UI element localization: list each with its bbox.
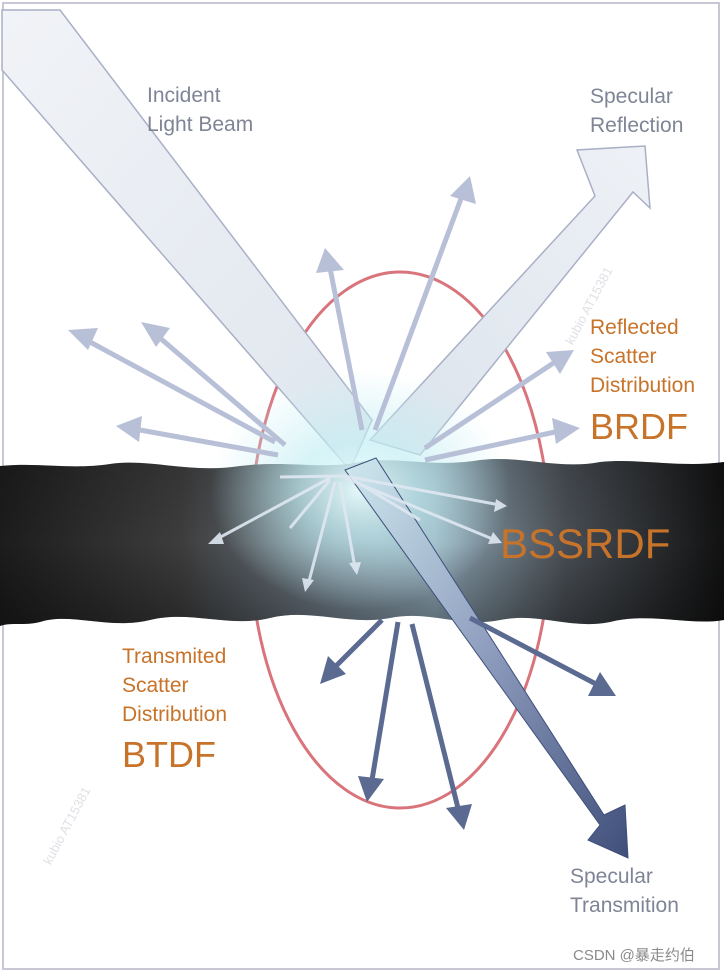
reflected-scatter-label: Reflected Scatter Distribution — [590, 313, 695, 400]
transmitted-scatter-line3: Distribution — [122, 703, 228, 726]
incident-label-line1: Incident — [147, 84, 221, 107]
trans-arrow-1 — [320, 618, 384, 684]
scatter-arrow-ul2 — [141, 322, 287, 447]
btdf-label: BTDF — [122, 734, 216, 775]
specular-reflection-line1: Specular — [590, 85, 673, 108]
specular-reflection-label: Specular Reflection — [590, 82, 683, 140]
trans-arrow-2 — [358, 621, 401, 802]
trans-arrow-4 — [468, 615, 616, 696]
transmitted-scatter-label: Transmited Scatter Distribution — [122, 642, 227, 729]
reflected-scatter-line1: Reflected — [590, 316, 679, 339]
bssrdf-label: BSSRDF — [500, 520, 671, 567]
specular-transmission-label: Specular Transmition — [570, 862, 679, 920]
reflected-scatter-line2: Scatter — [590, 345, 657, 368]
specular-reflection-line2: Reflection — [590, 114, 684, 137]
brdf-label: BRDF — [590, 406, 688, 447]
scatter-arrow-r2 — [424, 418, 580, 463]
scatter-arrow-r1 — [423, 350, 574, 451]
transmitted-scatter-line1: Transmited — [122, 645, 227, 668]
scatter-arrow-up2 — [372, 176, 476, 431]
incident-light-beam-label: Incident Light Beam — [147, 81, 253, 139]
scatter-arrow-l — [116, 416, 279, 458]
reflected-scatter-line3: Distribution — [590, 374, 696, 397]
specular-transmission-line2: Transmition — [570, 894, 679, 917]
scatter-arrow-ul1 — [68, 328, 277, 445]
transmitted-scatter-arrows — [320, 615, 616, 830]
transmitted-scatter-line2: Scatter — [122, 674, 189, 697]
incident-label-line2: Light Beam — [147, 113, 254, 136]
specular-transmission-line1: Specular — [570, 865, 653, 888]
subsurface-scatter-arrows — [208, 474, 507, 592]
trans-arrow-3 — [409, 623, 472, 830]
source-credit: CSDN @暴走约伯 — [573, 947, 695, 964]
reflected-scatter-arrows — [68, 176, 580, 463]
scatter-arrow-up1 — [316, 248, 365, 431]
